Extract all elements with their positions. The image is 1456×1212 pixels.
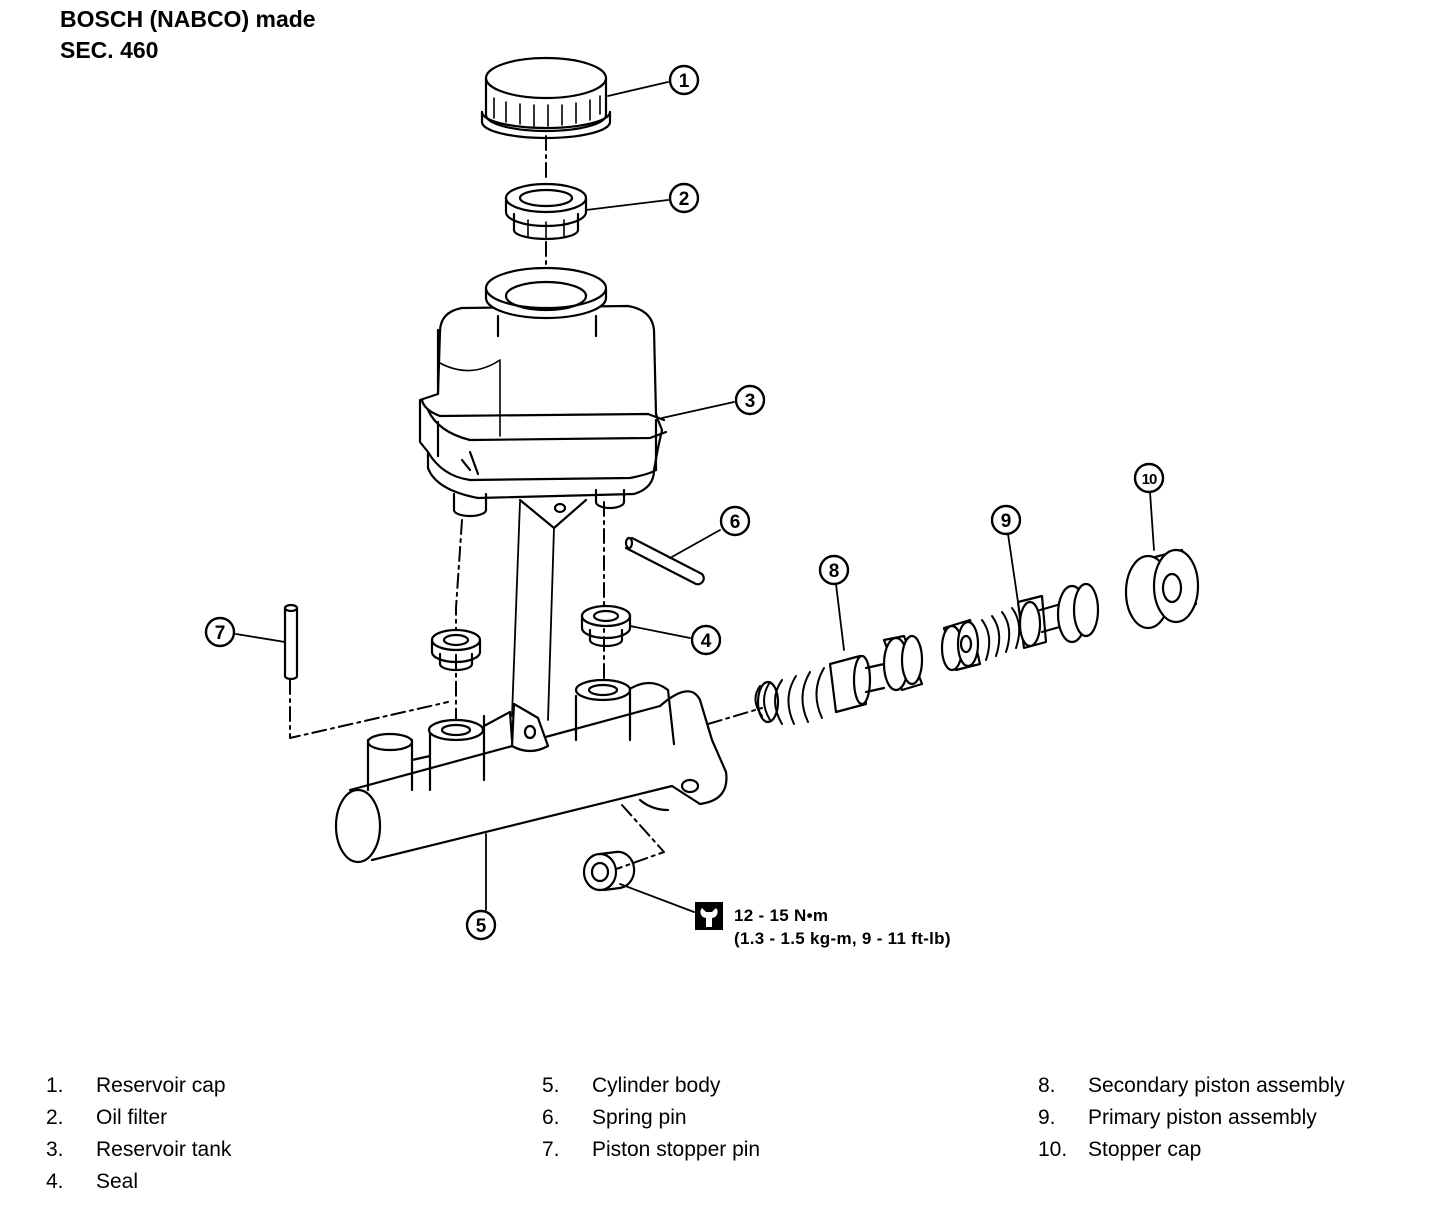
exploded-view-diagram: 1 2 3 4 5 6 7 8 9 10 <box>204 56 1200 941</box>
legend-item: 4. Seal <box>46 1166 231 1198</box>
cylinder-body <box>334 501 728 864</box>
svg-text:2: 2 <box>679 189 690 210</box>
legend-label: Primary piston assembly <box>1088 1106 1317 1129</box>
legend-label: Seal <box>96 1170 139 1193</box>
legend-label: Spring pin <box>592 1106 687 1129</box>
legend-number: 10. <box>1038 1138 1068 1161</box>
svg-text:4: 4 <box>701 631 712 652</box>
svg-text:5: 5 <box>476 916 487 937</box>
callout-markers: 1 2 3 4 5 6 7 8 9 10 <box>204 64 1165 941</box>
svg-text:10: 10 <box>1142 471 1157 488</box>
legend-number: 6. <box>542 1106 560 1129</box>
callout-4: 4 <box>690 624 722 656</box>
callout-2: 2 <box>668 182 700 214</box>
legend-item: 5. Cylinder body <box>542 1070 760 1102</box>
legend-label: Secondary piston assembly <box>1088 1074 1345 1097</box>
primary-piston-assembly <box>940 582 1100 672</box>
legend-number: 5. <box>542 1074 560 1097</box>
svg-text:6: 6 <box>730 512 741 533</box>
piston-stopper-pin <box>283 603 299 681</box>
legend-label: Stopper cap <box>1088 1138 1202 1161</box>
legend-item: 9. Primary piston assembly <box>1038 1102 1345 1134</box>
torque-spec: 12 - 15 N•m (1.3 - 1.5 kg-m, 9 - 11 ft-l… <box>734 904 951 950</box>
oil-filter <box>504 182 588 241</box>
legend-column-3: 8. Secondary piston assembly 9. Primary pi… <box>1038 1070 1345 1166</box>
svg-text:1: 1 <box>679 71 690 92</box>
reservoir-tank <box>418 266 668 530</box>
header-section: SEC. 460 <box>60 37 159 63</box>
legend-column-1: 1. Reservoir cap 2. Oil filter 3. Reservoir… <box>46 1070 231 1198</box>
callout-10: 10 <box>1133 462 1165 494</box>
legend-label: Reservoir tank <box>96 1138 232 1161</box>
reservoir-cap <box>480 56 612 140</box>
wrench-icon <box>695 902 723 930</box>
leader-lines <box>235 81 1155 911</box>
callout-6: 6 <box>719 505 751 537</box>
callout-1: 1 <box>668 64 700 96</box>
legend-number: 2. <box>46 1106 64 1129</box>
svg-text:3: 3 <box>745 391 756 412</box>
legend-item: 2. Oil filter <box>46 1102 231 1134</box>
callout-5: 5 <box>465 909 497 941</box>
header-title: BOSCH (NABCO) made <box>60 6 316 32</box>
secondary-piston-assembly <box>754 634 924 725</box>
mounting-nut <box>582 850 695 913</box>
legend-number: 1. <box>46 1074 64 1097</box>
legend-item: 6. Spring pin <box>542 1102 760 1134</box>
legend-number: 9. <box>1038 1106 1056 1129</box>
callout-9: 9 <box>990 504 1022 536</box>
legend-item: 10. Stopper cap <box>1038 1134 1345 1166</box>
torque-alt-units: (1.3 - 1.5 kg-m, 9 - 11 ft-lb) <box>734 929 951 948</box>
seals <box>430 604 632 672</box>
legend-number: 7. <box>542 1138 560 1161</box>
spring-pin <box>624 536 705 586</box>
diagram-header: BOSCH (NABCO) made SEC. 460 <box>60 4 316 66</box>
svg-text:9: 9 <box>1001 511 1012 532</box>
svg-text:7: 7 <box>215 623 226 644</box>
legend-label: Oil filter <box>96 1106 168 1129</box>
legend-column-2: 5. Cylinder body 6. Spring pin 7. Piston st… <box>542 1070 760 1166</box>
callout-3: 3 <box>734 384 766 416</box>
legend-item: 3. Reservoir tank <box>46 1134 231 1166</box>
legend-item: 1. Reservoir cap <box>46 1070 231 1102</box>
legend-number: 8. <box>1038 1074 1056 1097</box>
svg-text:8: 8 <box>829 561 840 582</box>
alignment-lines <box>289 135 763 873</box>
torque-nm: 12 - 15 N•m <box>734 906 829 925</box>
legend-label: Cylinder body <box>592 1074 721 1097</box>
legend-label: Piston stopper pin <box>592 1138 761 1161</box>
legend-item: 7. Piston stopper pin <box>542 1134 760 1166</box>
legend-label: Reservoir cap <box>96 1074 226 1097</box>
stopper-cap <box>1124 548 1200 630</box>
legend-number: 4. <box>46 1170 64 1193</box>
legend-number: 3. <box>46 1138 64 1161</box>
callout-7: 7 <box>204 616 236 648</box>
callout-8: 8 <box>818 554 850 586</box>
legend-item: 8. Secondary piston assembly <box>1038 1070 1345 1102</box>
